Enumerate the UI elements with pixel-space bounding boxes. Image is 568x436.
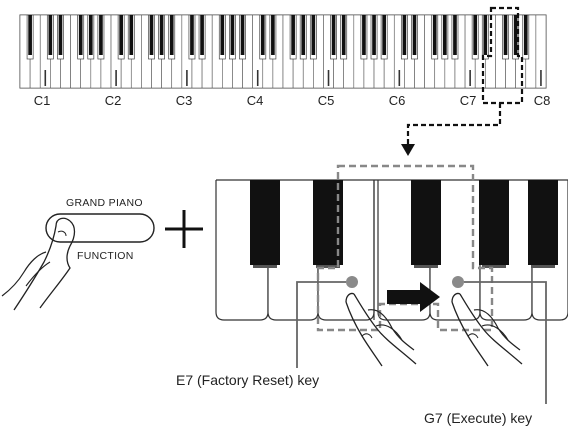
full-keyboard bbox=[19, 14, 547, 89]
zoom-black-key bbox=[250, 180, 280, 265]
small-keyboard-highlight bbox=[481, 6, 524, 105]
black-key bbox=[443, 15, 447, 55]
black-key bbox=[412, 15, 417, 55]
finger-line bbox=[25, 261, 51, 287]
black-key bbox=[129, 15, 134, 55]
black-key bbox=[523, 15, 528, 55]
left-pressing-hand bbox=[345, 292, 417, 367]
zoom-black-key bbox=[411, 180, 441, 265]
black-key bbox=[432, 15, 437, 55]
black-key bbox=[483, 15, 488, 55]
black-key bbox=[311, 15, 316, 55]
black-key bbox=[190, 15, 194, 55]
octave-label-c8: C8 bbox=[533, 93, 551, 108]
nail-line bbox=[361, 333, 373, 339]
black-key bbox=[88, 15, 93, 55]
black-key bbox=[382, 15, 386, 55]
octave-label-c7: C7 bbox=[459, 93, 477, 108]
black-key bbox=[341, 15, 346, 55]
nail-line bbox=[467, 333, 479, 339]
black-key bbox=[200, 15, 204, 55]
octave-label-c3: C3 bbox=[175, 93, 193, 108]
black-key bbox=[78, 15, 83, 55]
e7-leader-line bbox=[296, 281, 346, 368]
zoom-black-key-edge bbox=[414, 265, 438, 268]
black-key bbox=[362, 15, 366, 55]
fingertip bbox=[451, 292, 461, 303]
octave-label-c6: C6 bbox=[388, 93, 406, 108]
black-key bbox=[513, 15, 518, 55]
black-key bbox=[58, 15, 63, 55]
overlays bbox=[1, 6, 547, 404]
octave-label-c5: C5 bbox=[317, 93, 335, 108]
zoom-black-key-edge bbox=[253, 265, 277, 268]
connector-line bbox=[406, 103, 502, 145]
knuckle-line bbox=[481, 324, 509, 341]
zoom-black-key-edge bbox=[531, 265, 555, 268]
knuckle-line bbox=[375, 324, 403, 341]
factory-reset-key-label: E7 (Factory Reset) key bbox=[176, 372, 320, 388]
black-key bbox=[149, 15, 154, 55]
black-key bbox=[503, 15, 508, 55]
finger-line bbox=[473, 309, 521, 351]
octave-label-c1: C1 bbox=[33, 93, 51, 108]
hand-outline bbox=[353, 293, 417, 365]
black-key bbox=[230, 15, 235, 55]
function-button bbox=[45, 213, 155, 243]
finger-line bbox=[367, 309, 415, 351]
zoom-black-key-edge bbox=[482, 265, 506, 268]
black-key bbox=[159, 15, 164, 55]
black-key bbox=[331, 15, 336, 55]
connector-arrowhead bbox=[401, 144, 415, 156]
fingertip bbox=[345, 292, 355, 303]
black-key bbox=[28, 15, 32, 55]
right-pressing-hand bbox=[451, 292, 523, 367]
black-key bbox=[169, 15, 174, 55]
zoom-black-key bbox=[528, 180, 558, 265]
grand-piano-label: GRAND PIANO bbox=[66, 197, 143, 209]
octave-label-c4: C4 bbox=[246, 93, 264, 108]
black-key bbox=[453, 15, 457, 55]
hand-outline bbox=[459, 293, 523, 365]
right-arrow bbox=[387, 282, 440, 312]
black-key bbox=[119, 15, 123, 55]
black-key bbox=[48, 15, 53, 55]
hand-outline bbox=[39, 220, 76, 309]
execute-key-label: G7 (Execute) key bbox=[424, 410, 533, 426]
e7-key-dot bbox=[346, 276, 358, 288]
black-key bbox=[240, 15, 245, 55]
nail-line bbox=[57, 230, 67, 237]
finger-line bbox=[1, 251, 47, 297]
function-button-label: FUNCTION bbox=[77, 250, 134, 262]
g7-key-dot bbox=[452, 276, 464, 288]
black-key bbox=[260, 15, 265, 55]
zoom-white-key bbox=[267, 180, 319, 321]
hand-outline bbox=[13, 217, 71, 311]
g7-leader-line bbox=[464, 281, 547, 404]
zoom-black-key-edge bbox=[316, 265, 340, 268]
zoom-highlight bbox=[316, 164, 494, 332]
black-key bbox=[271, 15, 275, 55]
black-key bbox=[220, 15, 225, 55]
white-key bbox=[535, 14, 547, 89]
black-key bbox=[99, 15, 103, 55]
button-pressing-hand bbox=[1, 217, 76, 311]
black-key bbox=[291, 15, 295, 55]
black-key bbox=[473, 15, 478, 55]
zoom-white-key bbox=[429, 180, 481, 321]
zoom-black-key bbox=[479, 180, 509, 265]
octave-label-c2: C2 bbox=[104, 93, 122, 108]
black-key bbox=[402, 15, 407, 55]
black-key bbox=[372, 15, 376, 55]
black-key bbox=[301, 15, 306, 55]
